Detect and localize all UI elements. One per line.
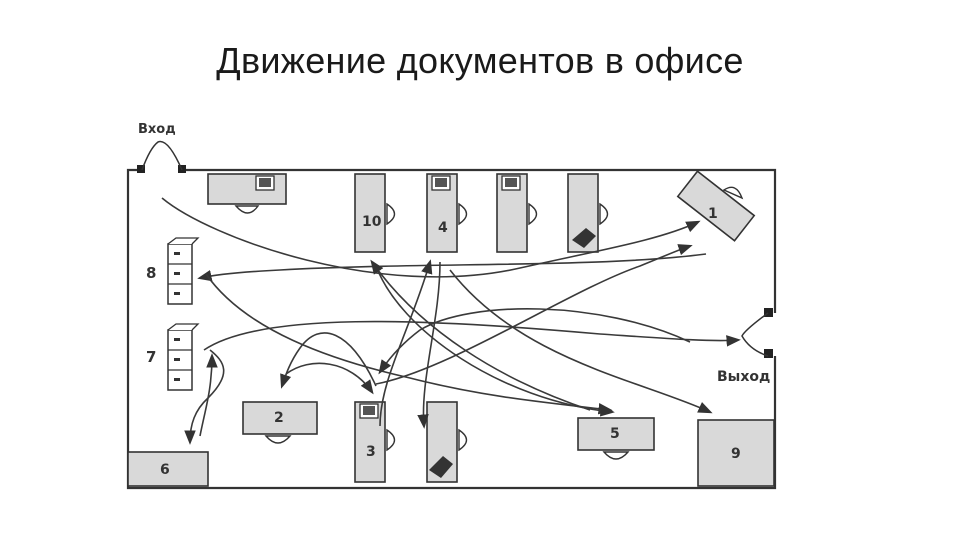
flow-arrow <box>375 265 615 417</box>
zone-8-label: 8 <box>146 264 156 282</box>
flow-arrow <box>370 259 591 411</box>
flow-arrow <box>417 261 441 429</box>
desk-1 <box>676 170 756 242</box>
flow-arrow <box>184 349 225 445</box>
zone-5-label: 5 <box>610 426 620 442</box>
zone-7-label: 7 <box>146 348 156 366</box>
flow-arrow <box>449 269 713 414</box>
exit-door <box>741 312 769 357</box>
cabinet-8 <box>167 237 200 305</box>
entrance-door <box>141 140 183 171</box>
flow-arrow <box>378 308 691 375</box>
desk-3 <box>354 401 396 483</box>
document-flow-arrows <box>161 197 741 445</box>
flow-arrow <box>375 244 693 385</box>
zone-6-label: 6 <box>160 462 170 478</box>
flow-arrow <box>280 332 377 389</box>
zone-4-label: 4 <box>438 220 448 236</box>
zone-1-label: 1 <box>708 206 718 222</box>
top-middle-desk <box>496 173 538 253</box>
flow-arrow <box>285 362 374 395</box>
zone-2-label: 2 <box>274 410 284 426</box>
flow-arrow <box>161 197 701 278</box>
bottom-middle-desk <box>426 401 468 483</box>
desk-2 <box>242 401 318 444</box>
zone-6-block <box>127 451 209 487</box>
exit-label: Выход <box>717 369 770 385</box>
desk-4 <box>426 173 468 253</box>
flow-arrow <box>197 253 707 282</box>
slide-title: Движение документов в офисе <box>216 40 744 81</box>
desk-10 <box>354 173 396 253</box>
flow-arrow <box>199 353 218 437</box>
entrance-label: Вход <box>138 122 176 137</box>
top-right-desk <box>567 173 609 253</box>
zone-3-label: 3 <box>366 444 376 460</box>
phone-icon <box>429 456 453 478</box>
top-left-desk <box>207 173 287 214</box>
flow-arrow <box>379 259 433 427</box>
zone-10-label: 10 <box>362 214 382 230</box>
phone-icon <box>572 228 596 248</box>
cabinet-7 <box>167 323 200 391</box>
zone-9-label: 9 <box>731 446 741 462</box>
flow-arrow <box>205 273 613 415</box>
zone-9-block <box>697 419 775 487</box>
desk-5 <box>577 417 655 460</box>
